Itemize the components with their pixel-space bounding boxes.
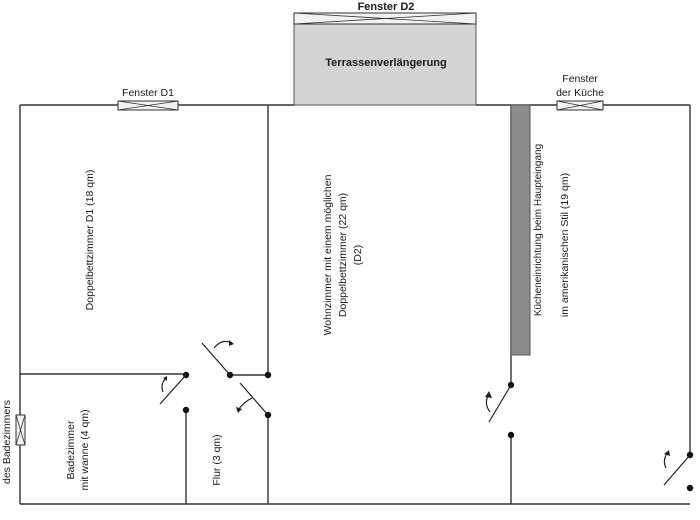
bedroom-d1-label: Doppelbettzimmer D1 (18 qm) (84, 170, 96, 311)
door-living-room (236, 382, 272, 419)
kitchen-unit (510, 104, 531, 356)
window-kitchen-label-2: der Küche (556, 87, 604, 99)
living-room-label-3: (D2) (352, 245, 364, 265)
door-bathroom (159, 371, 190, 414)
window-bathroom (15, 414, 26, 446)
hallway-label: Flur (3 qm) (211, 434, 223, 485)
kitchen-style-label: im amerikanischen Stil (19 qm) (559, 173, 571, 317)
bathroom-label-1: Badezimmer (65, 420, 77, 479)
window-kitchen-label-1: Fenster (562, 73, 598, 85)
window-d1 (117, 100, 179, 111)
window-d2 (293, 12, 477, 25)
terrace-label: Terrassenverlängerung (325, 57, 446, 69)
outer-walls (19, 104, 691, 505)
kitchen-unit-label: Kücheneinrichtung beim Haupteingang (533, 144, 544, 316)
door-kitchen (485, 381, 515, 439)
window-bathroom-label: des Badezimmers (1, 400, 13, 484)
living-room-label-1: Wohnzimmer mit einem möglichen (322, 174, 334, 335)
window-kitchen (556, 100, 604, 111)
door-bedroom-d1 (201, 340, 272, 379)
window-d1-label: Fenster D1 (122, 87, 174, 99)
door-main-entrance (663, 450, 694, 492)
bathroom-label-2: mit wanne (4 qm) (79, 409, 91, 490)
terrace-extension (293, 23, 477, 106)
living-room-label-2: Doppelbettzimmer (22 qm) (337, 193, 349, 317)
window-d2-label: Fenster D2 (358, 1, 415, 13)
